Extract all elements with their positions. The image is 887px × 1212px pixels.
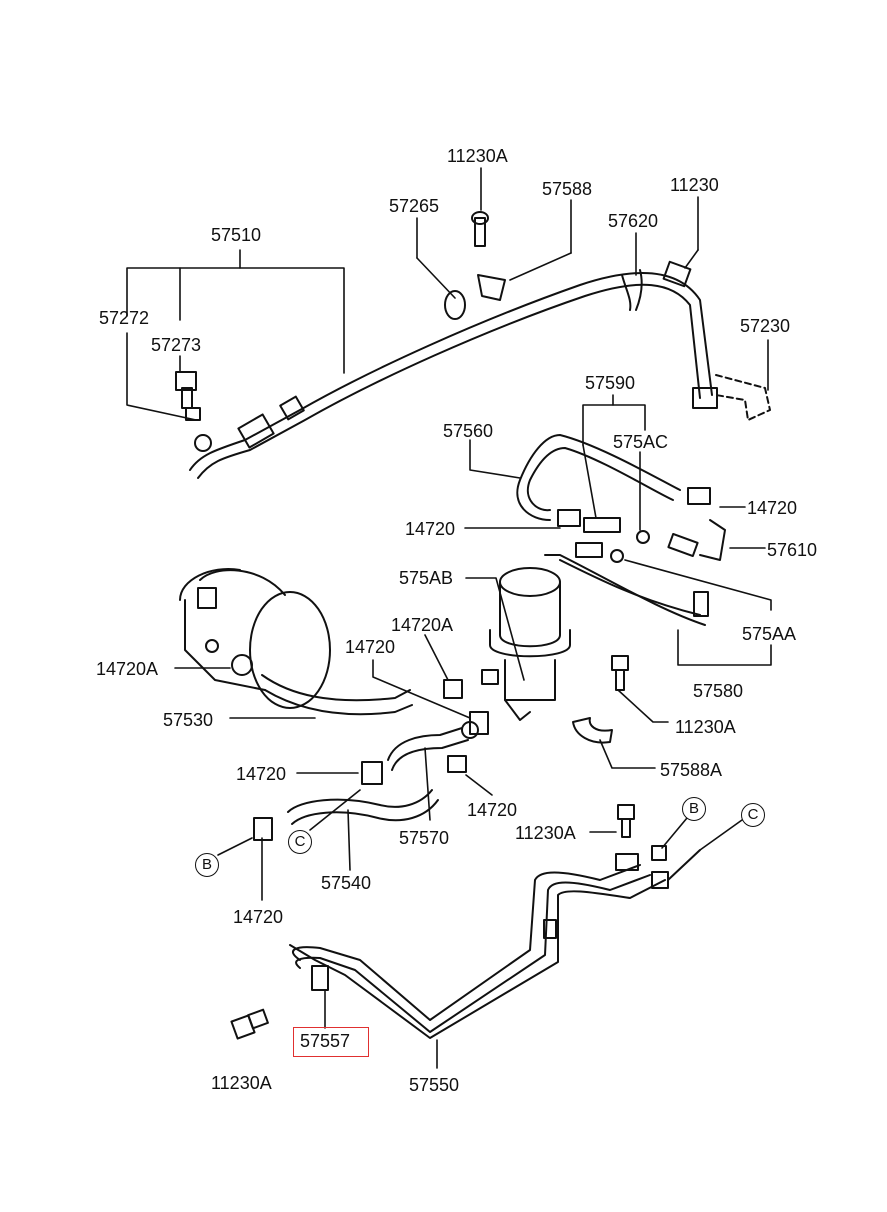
reservoir: [481, 554, 709, 744]
power-steering-pump: [179, 568, 413, 716]
suction-hoses: [253, 679, 489, 841]
label-57588: 57588: [542, 179, 593, 199]
label-57510: 57510: [211, 225, 262, 245]
label-57588A: 57588A: [660, 760, 723, 780]
label-57570: 57570: [399, 828, 450, 848]
label-14720-left: 14720: [405, 519, 456, 539]
label-57550: 57550: [409, 1075, 460, 1095]
highlight-box-57557: [293, 1027, 369, 1057]
label-57590: 57590: [585, 373, 636, 393]
cooler-lines-57550: [230, 804, 701, 1040]
label-57272: 57272: [99, 308, 150, 328]
connector-c-right: C: [741, 803, 765, 827]
label-14720-bottom: 14720: [233, 907, 284, 927]
label-57530: 57530: [163, 710, 214, 730]
label-14720A-mid: 14720A: [391, 615, 454, 635]
return-hose-57560: [516, 434, 726, 563]
connector-b-left: B: [195, 853, 219, 877]
label-14720-c1: 14720: [236, 764, 287, 784]
connector-b-right: B: [682, 797, 706, 821]
label-11230A-bottom: 11230A: [211, 1073, 272, 1093]
label-57265: 57265: [389, 196, 440, 216]
label-14720-mid: 14720: [345, 637, 396, 657]
label-57540: 57540: [321, 873, 372, 893]
label-11230A-top: 11230A: [447, 146, 508, 166]
label-14720-c2: 14720: [467, 800, 518, 820]
label-11230A-low: 11230A: [515, 823, 576, 843]
leader-lines: [126, 167, 772, 1069]
label-57557[interactable]: 57557: [300, 1031, 351, 1051]
label-14720-right: 14720: [747, 498, 798, 518]
label-57560: 57560: [443, 421, 494, 441]
label-11230: 11230: [670, 175, 719, 195]
label-575AC: 575AC: [613, 432, 669, 452]
label-575AA: 575AA: [742, 624, 797, 644]
label-57610: 57610: [767, 540, 818, 560]
connector-c-left: C: [288, 830, 312, 854]
label-11230A-mid: 11230A: [675, 717, 736, 737]
label-57273: 57273: [151, 335, 202, 355]
label-57230: 57230: [740, 316, 791, 336]
label-57580: 57580: [693, 681, 744, 701]
label-575AB: 575AB: [399, 568, 454, 588]
label-14720A-left: 14720A: [96, 659, 159, 679]
label-57620: 57620: [608, 211, 659, 231]
pressure-hose-57510: [175, 211, 771, 479]
